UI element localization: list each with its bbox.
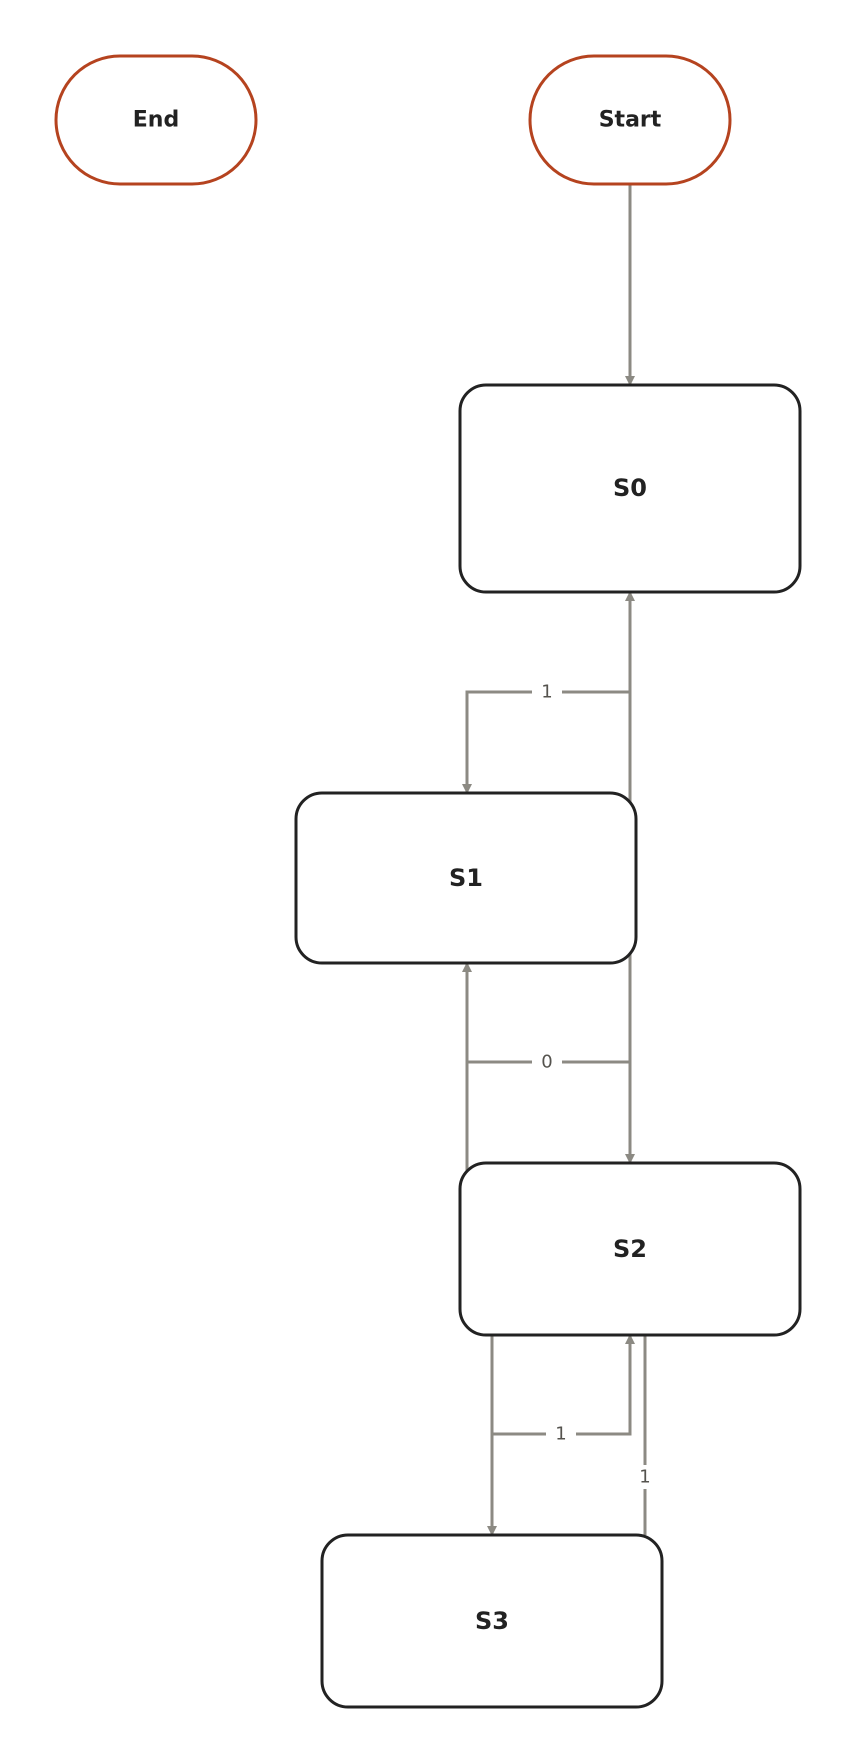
edge-s1-to-s2 — [467, 1060, 635, 1164]
edge-label-s3-to-s2: 1 — [555, 1424, 566, 1445]
node-s2: S2 — [458, 1161, 802, 1337]
edge-label-s1-to-s2: 0 — [541, 1052, 552, 1073]
edge-label-s2-to-s3: 1 — [639, 1467, 650, 1488]
edge-s0-to-s1 — [462, 690, 630, 794]
edge-s3-to-s2 — [492, 1334, 635, 1436]
node-s0: S0 — [458, 383, 802, 594]
node-s0-label: S0 — [613, 474, 647, 502]
node-s1: S1 — [294, 791, 638, 965]
node-end: End — [54, 54, 258, 186]
edge-s3-to-s0 — [625, 591, 647, 1535]
edge-label-s0-to-s1: 1 — [541, 682, 552, 703]
node-start-label: Start — [599, 108, 662, 133]
node-s1-label: S1 — [449, 864, 483, 892]
node-start: Start — [528, 54, 732, 186]
node-s3-label: S3 — [475, 1607, 509, 1635]
node-end-label: End — [133, 108, 179, 133]
node-s3: S3 — [320, 1533, 664, 1709]
node-s2-label: S2 — [613, 1235, 647, 1263]
